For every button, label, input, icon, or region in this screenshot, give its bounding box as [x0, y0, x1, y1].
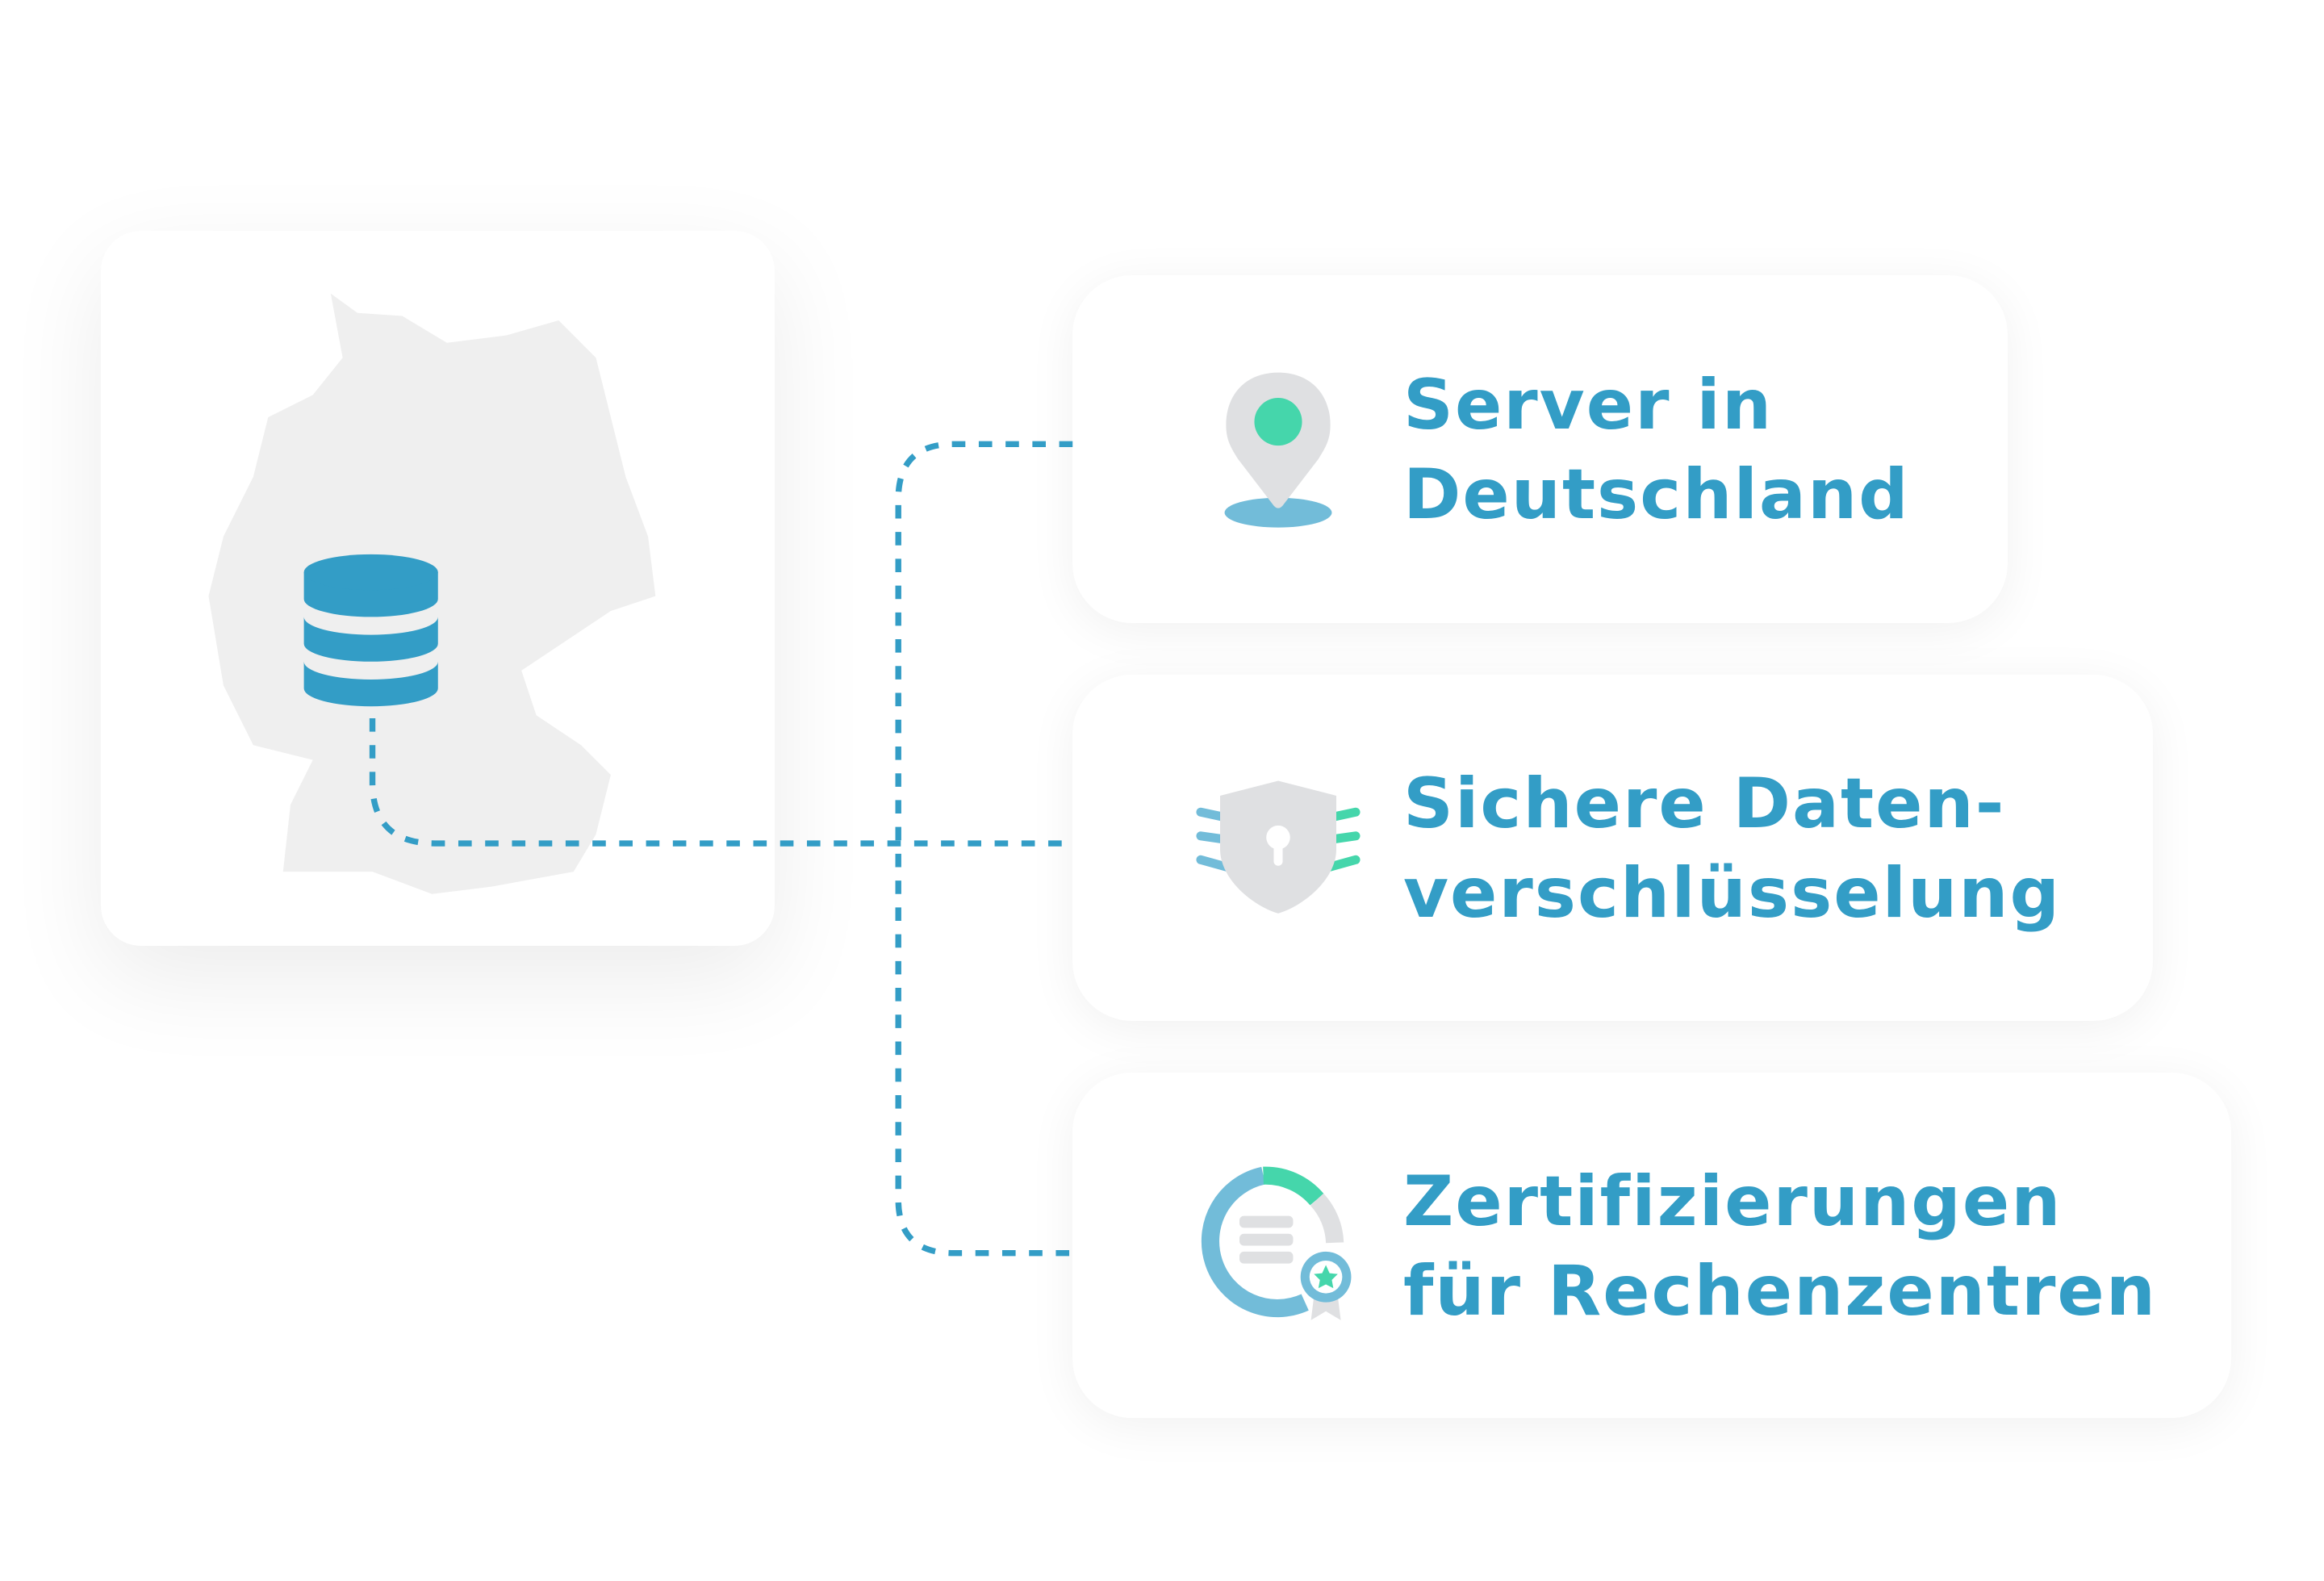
map-pin-icon — [1224, 372, 1332, 528]
feature-label-line1: Server in — [1403, 365, 1774, 445]
feature-card-server-location — [1072, 275, 2008, 623]
feature-label-line1: Sichere Daten- — [1403, 763, 2006, 844]
shield-lock-icon — [1196, 780, 1361, 914]
feature-label-line1: Zertifizierungen — [1403, 1161, 2063, 1242]
feature-label-line2: Deutschland — [1403, 454, 1910, 535]
database-icon — [303, 554, 438, 707]
certified-server-icon — [1201, 1166, 1352, 1320]
feature-label-line2: verschlüsselung — [1403, 853, 2062, 934]
feature-label-line2: für Rechenzentren — [1403, 1251, 2157, 1332]
feature-label-encryption: Sichere Daten- verschlüsselung — [1403, 759, 2061, 939]
connector-lines — [369, 441, 1073, 1257]
feature-label-certifications: Zertifizierungen für Rechenzentren — [1403, 1157, 2157, 1336]
feature-label-server-location: Server in Deutschland — [1403, 361, 1910, 540]
